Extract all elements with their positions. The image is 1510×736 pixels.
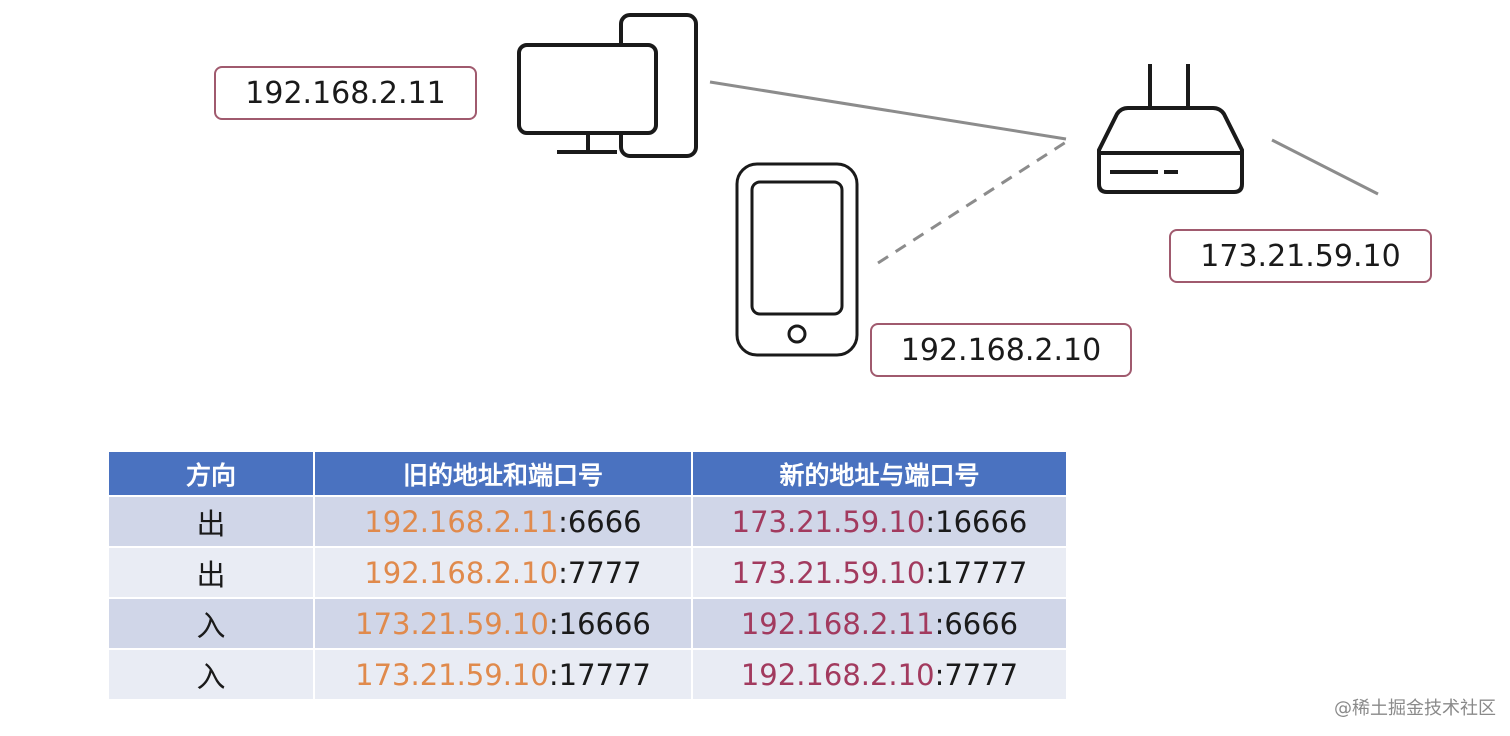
router-icon bbox=[1097, 64, 1244, 194]
header-old-address: 旧的地址和端口号 bbox=[314, 452, 693, 496]
old-ip: 173.21.59.10 bbox=[355, 657, 549, 692]
old-address-cell: 192.168.2.11:6666 bbox=[314, 495, 693, 547]
watermark: @稀土掘金技术社区 bbox=[1334, 698, 1496, 719]
table-row: 入 173.21.59.10:16666 192.168.2.11:6666 bbox=[109, 597, 1066, 649]
desktop-computer-icon bbox=[517, 13, 698, 158]
new-port: :7777 bbox=[934, 657, 1019, 692]
header-direction: 方向 bbox=[109, 452, 315, 496]
table-row: 出 192.168.2.11:6666 173.21.59.10:16666 bbox=[109, 495, 1066, 547]
new-ip: 192.168.2.11 bbox=[740, 606, 935, 641]
direction-cell: 入 bbox=[109, 597, 315, 649]
new-address-cell: 173.21.59.10:16666 bbox=[692, 495, 1066, 547]
old-port: :6666 bbox=[558, 504, 642, 539]
old-port: :17777 bbox=[548, 657, 651, 692]
old-port: :16666 bbox=[548, 606, 651, 641]
new-ip: 192.168.2.10 bbox=[740, 657, 935, 692]
new-ip: 173.21.59.10 bbox=[731, 555, 926, 590]
old-address-cell: 192.168.2.10:7777 bbox=[314, 546, 693, 598]
link-phone-router bbox=[877, 140, 1067, 265]
new-address-cell: 192.168.2.11:6666 bbox=[692, 597, 1066, 649]
new-address-cell: 173.21.59.10:17777 bbox=[692, 546, 1066, 598]
direction-cell: 出 bbox=[109, 546, 315, 598]
table-header-row: 方向 旧的地址和端口号 新的地址与端口号 bbox=[109, 452, 1066, 496]
new-port: :6666 bbox=[934, 606, 1019, 641]
old-ip: 192.168.2.10 bbox=[364, 555, 559, 590]
new-port: :17777 bbox=[925, 555, 1028, 590]
new-address-cell: 192.168.2.10:7777 bbox=[692, 648, 1066, 699]
old-ip: 192.168.2.11 bbox=[364, 504, 559, 539]
old-port: :7777 bbox=[558, 555, 642, 590]
old-address-cell: 173.21.59.10:16666 bbox=[314, 597, 693, 649]
link-router-internet bbox=[1271, 138, 1379, 196]
new-ip: 173.21.59.10 bbox=[731, 504, 926, 539]
link-pc-router bbox=[709, 80, 1067, 141]
new-port: :16666 bbox=[925, 504, 1028, 539]
header-new-address: 新的地址与端口号 bbox=[692, 452, 1066, 496]
table-row: 入 173.21.59.10:17777 192.168.2.10:7777 bbox=[109, 648, 1066, 699]
old-ip: 173.21.59.10 bbox=[355, 606, 549, 641]
direction-cell: 出 bbox=[109, 495, 315, 547]
pc-ip-label: 192.168.2.11 bbox=[214, 66, 477, 120]
smartphone-icon bbox=[735, 162, 859, 357]
direction-cell: 入 bbox=[109, 648, 315, 699]
table-row: 出 192.168.2.10:7777 173.21.59.10:17777 bbox=[109, 546, 1066, 598]
router-ip-label: 173.21.59.10 bbox=[1169, 229, 1432, 283]
network-diagram bbox=[517, 13, 1379, 357]
phone-ip-label: 192.168.2.10 bbox=[870, 323, 1132, 377]
old-address-cell: 173.21.59.10:17777 bbox=[314, 648, 693, 699]
nat-mapping-table: 方向 旧的地址和端口号 新的地址与端口号 出 192.168.2.11:6666… bbox=[109, 452, 1066, 699]
